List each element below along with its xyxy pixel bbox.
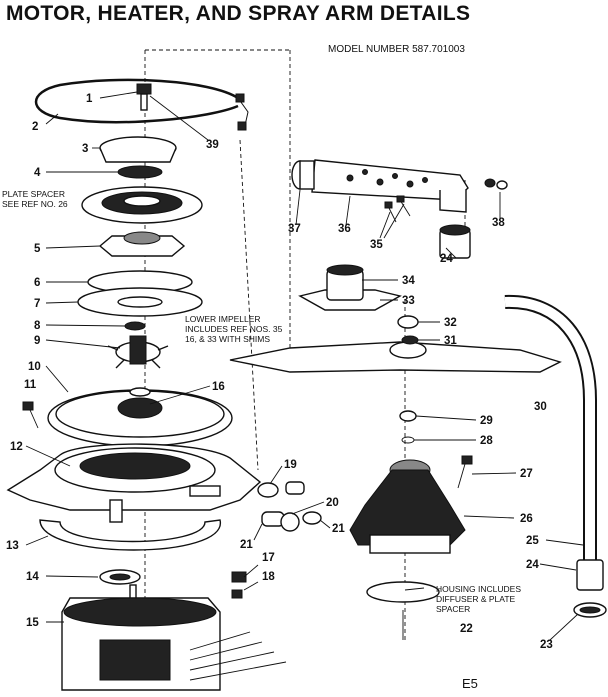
end-cap-37	[291, 160, 315, 190]
callout-2: 2	[32, 121, 38, 133]
motor	[61, 584, 287, 691]
small-hardware	[231, 481, 322, 599]
water-tube	[504, 294, 597, 560]
model-number: MODEL NUMBER 587.701003	[328, 44, 465, 55]
note-plate-spacer-line2: SEE REF NO. 26	[2, 199, 68, 209]
callout-35: 35	[370, 239, 383, 251]
callout-25: 25	[526, 535, 539, 547]
callout-9: 9	[34, 335, 40, 347]
callout-31: 31	[444, 335, 457, 347]
note-housing-line3: SPACER	[436, 604, 470, 614]
callout-19: 19	[284, 459, 297, 471]
pump-base	[6, 443, 262, 523]
screw-27	[457, 455, 473, 489]
callout-8: 8	[34, 320, 41, 332]
tub-ring	[47, 387, 233, 447]
callout-numbers: 1 2 3 4 5 6 7 8 9 10 11 12 13 14 15 16 1…	[6, 93, 553, 651]
washer-8	[124, 321, 146, 331]
nut-31	[401, 335, 419, 345]
heater-element	[34, 78, 249, 131]
callout-23: 23	[540, 639, 553, 651]
callout-26: 26	[520, 513, 533, 525]
callout-20: 20	[326, 497, 339, 509]
plate-spacer	[81, 186, 203, 224]
callout-38: 38	[492, 217, 505, 229]
callout-22: 22	[460, 623, 473, 635]
note-impeller-line2: INCLUDES REF NOS. 35	[185, 324, 283, 334]
callout-4: 4	[34, 167, 41, 179]
callout-17: 17	[262, 552, 275, 564]
callout-16: 16	[212, 381, 225, 393]
callout-12: 12	[10, 441, 23, 453]
callout-5: 5	[34, 243, 41, 255]
spray-arm	[229, 341, 562, 373]
callout-18: 18	[262, 571, 275, 583]
callout-14: 14	[26, 571, 39, 583]
diffuser-plate	[366, 581, 440, 640]
callout-39: 39	[206, 139, 219, 151]
coupling-24-lower	[576, 559, 604, 591]
callout-3: 3	[82, 143, 88, 155]
callout-33: 33	[402, 295, 415, 307]
page-code: E5	[462, 676, 478, 691]
callout-30: 30	[534, 401, 547, 413]
plate-7	[77, 287, 203, 317]
callout-21-right: 21	[332, 523, 345, 535]
top-nut	[117, 165, 163, 179]
coupling-24-upper	[439, 224, 471, 259]
note-impeller-line1: LOWER IMPELLER	[185, 314, 261, 324]
pump-housing	[349, 459, 466, 554]
callout-27: 27	[520, 468, 533, 480]
callout-21-left: 21	[240, 539, 253, 551]
callout-36: 36	[338, 223, 351, 235]
note-impeller-line3: 16, & 33 WITH SHIMS	[185, 334, 270, 344]
callout-24-lower: 24	[526, 559, 539, 571]
tube-adapter-34	[326, 264, 364, 301]
clamp-23	[573, 602, 607, 618]
callout-24-upper: 24	[440, 253, 453, 265]
callout-28: 28	[480, 435, 493, 447]
top-cap	[99, 136, 177, 163]
note-housing-line1: HOUSING INCLUDES	[436, 584, 521, 594]
diagram-title: MOTOR, HEATER, AND SPRAY ARM DETAILS	[6, 2, 471, 25]
callout-37: 37	[288, 223, 301, 235]
clip-38	[484, 178, 508, 190]
callout-11: 11	[24, 379, 37, 391]
callout-13: 13	[6, 540, 19, 552]
upper-spray-tube	[311, 159, 469, 213]
note-plate-spacer-line1: PLATE SPACER	[2, 189, 65, 199]
callout-34: 34	[402, 275, 415, 287]
gasket-14	[99, 569, 141, 585]
callout-32: 32	[444, 317, 457, 329]
callout-10: 10	[28, 361, 41, 373]
mount-bracket	[39, 519, 221, 551]
washer-28	[401, 436, 415, 444]
screws-35	[384, 195, 411, 223]
callout-29: 29	[480, 415, 493, 427]
note-housing-line2: DIFFUSER & PLATE	[436, 594, 516, 604]
leader-lines	[25, 91, 584, 641]
callout-6: 6	[34, 277, 40, 289]
lower-impeller	[107, 335, 169, 369]
callout-15: 15	[26, 617, 39, 629]
upper-housing	[98, 231, 186, 257]
washer-29	[399, 410, 417, 422]
callout-7: 7	[34, 298, 40, 310]
top-bolt	[136, 83, 152, 111]
screw-11	[22, 401, 39, 429]
cap-32	[397, 315, 419, 329]
callout-1: 1	[86, 93, 93, 105]
annotation-notes: PLATE SPACER SEE REF NO. 26 LOWER IMPELL…	[2, 189, 521, 614]
